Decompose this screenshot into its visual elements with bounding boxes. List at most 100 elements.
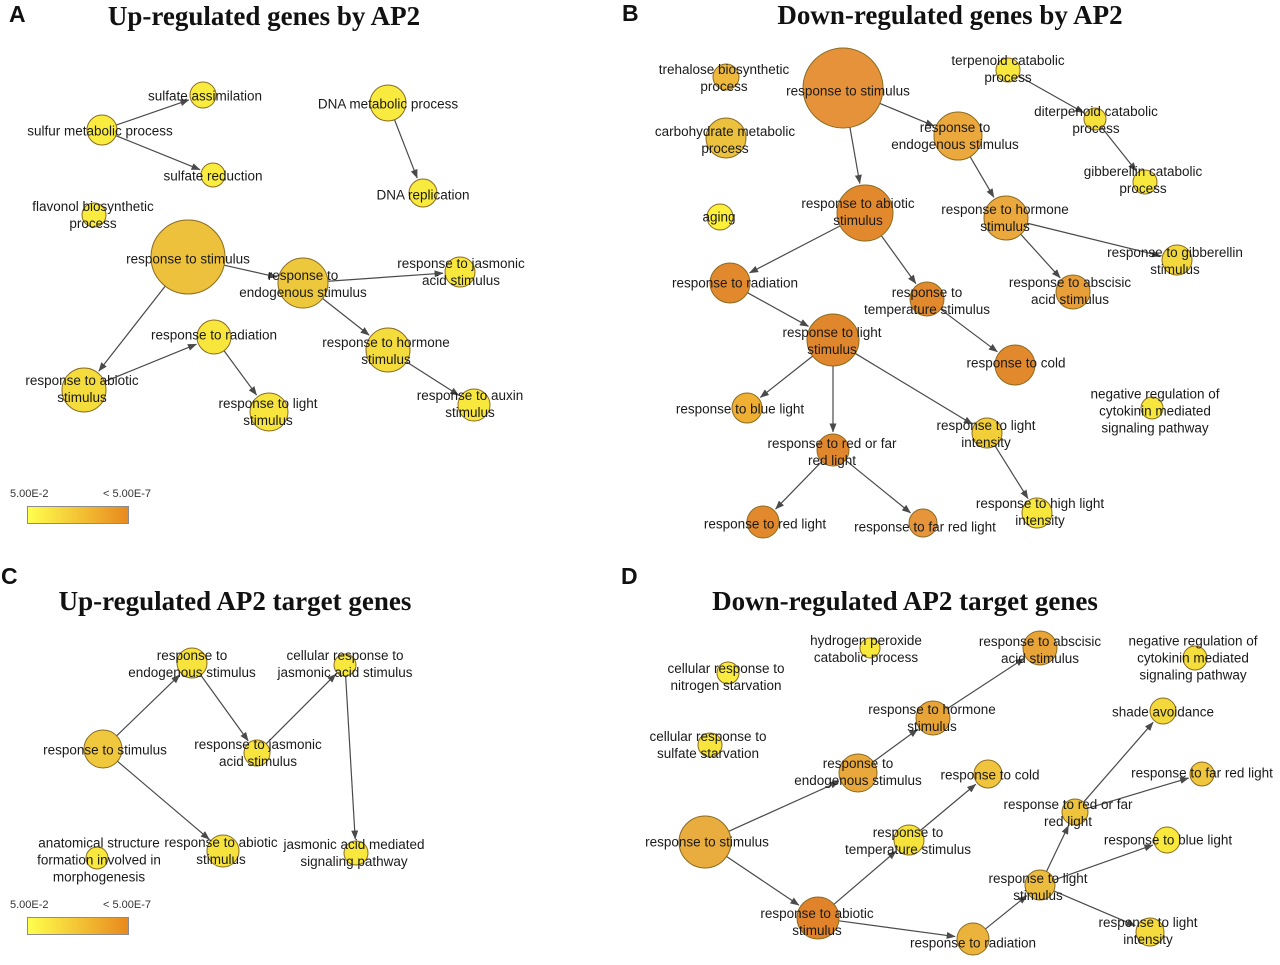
- node-a-dna-metabolic-process: [369, 84, 407, 122]
- node-label-d-response-to-cold: response to cold: [940, 768, 1039, 783]
- edge-b-response-to-abiotic-stimulus--b-response-to-radiation: [749, 225, 841, 274]
- edge-a-response-to-stimulus--a-response-to-endogenous-stimulus: [223, 264, 278, 279]
- node-b-response-to-light-intensity: [971, 417, 1003, 449]
- node-label-a-response-to-stimulus: response to stimulus: [126, 252, 250, 267]
- legend-gradient-bar: [27, 917, 129, 935]
- node-d-response-to-far-red-light: [1189, 761, 1215, 787]
- pvalue-legend-panel-a: 5.00E-2 < 5.00E-7: [10, 488, 160, 528]
- panel-c-title: Up-regulated AP2 target genes: [58, 586, 412, 616]
- panel-a-title: Up-regulated genes by AP2: [107, 1, 421, 31]
- node-a-sulfur-metabolic-process: [86, 114, 118, 146]
- edge-a-response-to-hormone-stimulus--a-response-to-auxin-stimulus: [406, 361, 460, 396]
- node-label-d-response-to-far-red-light: response to far red light: [1131, 766, 1273, 781]
- edge-c-response-to-stimulus--c-response-to-endogenous-stimulus: [116, 674, 181, 737]
- edge-b-response-to-temperature-stimulus--b-response-to-cold: [940, 308, 998, 353]
- node-b-gibberellin-catabolic-process: [1132, 169, 1158, 195]
- node-a-response-to-light-stimulus: [249, 392, 289, 432]
- node-label-b-response-to-cold: response to cold: [966, 356, 1065, 371]
- node-d-response-to-radiation: [956, 922, 990, 956]
- node-label-b-response-to-stimulus: response to stimulus: [786, 84, 910, 99]
- node-label-a-sulfate-assimilation: sulfate assimilation: [148, 89, 262, 104]
- edge-a-sulfur-metabolic-process--a-sulfate-reduction: [115, 135, 201, 171]
- node-b-response-to-abiotic-stimulus: [836, 184, 894, 242]
- panel-b-letter: B: [622, 0, 639, 26]
- edge-d-response-to-stimulus--d-response-to-endogenous-stimulus: [728, 781, 840, 832]
- node-a-response-to-abiotic-stimulus: [61, 367, 107, 413]
- node-d-hydrogen-peroxide-catabolic-process: [859, 637, 881, 659]
- node-d-response-to-endogenous-stimulus: [838, 753, 878, 793]
- node-label-b-response-to-radiation: response to radiation: [672, 276, 798, 291]
- legend-max-label: < 5.00E-7: [103, 899, 152, 911]
- node-d-response-to-abscisic-acid-stimulus: [1022, 630, 1058, 666]
- edge-d-response-to-stimulus--d-response-to-abiotic-stimulus: [726, 856, 800, 906]
- edge-b-response-to-stimulus--b-response-to-abiotic-stimulus: [849, 127, 862, 184]
- node-label-c-response-to-stimulus: response to stimulus: [43, 743, 167, 758]
- edge-b-response-to-hormone-stimulus--b-response-to-gibberellin-stimulus: [1027, 222, 1161, 258]
- node-a-response-to-jasmonic-acid-stimulus: [444, 256, 476, 288]
- edge-a-response-to-endogenous-stimulus--a-response-to-jasmonic-acid-stimulus: [327, 270, 444, 282]
- edge-c-response-to-stimulus--c-response-to-abiotic-stimulus: [117, 760, 210, 840]
- edge-b-response-to-abiotic-stimulus--b-response-to-temperature-stimulus: [880, 235, 917, 284]
- node-b-response-to-high-light-intensity: [1021, 497, 1053, 529]
- edge-b-response-to-light-stimulus--b-response-to-blue-light: [759, 355, 813, 398]
- node-a-response-to-endogenous-stimulus: [277, 257, 329, 309]
- node-b-carbohydrate-metabolic-process: [705, 117, 747, 159]
- node-d-response-to-cold: [973, 759, 1003, 789]
- edge-b-response-to-red-or-far-red-light--b-response-to-far-red-light: [845, 459, 911, 514]
- panel-d-title: Down-regulated AP2 target genes: [712, 586, 1098, 616]
- node-a-response-to-hormone-stimulus: [365, 327, 411, 373]
- node-c-response-to-jasmonic-acid-stimulus: [243, 739, 271, 767]
- edge-c-response-to-endogenous-stimulus--c-response-to-jasmonic-acid-stimulus: [200, 674, 249, 742]
- node-label-b-response-to-far-red-light: response to far red light: [854, 520, 996, 535]
- node-c-anatomical-structure-formation: [85, 846, 109, 870]
- edge-d-response-to-hormone-stimulus--d-response-to-abscisic-acid-stimulus: [946, 657, 1025, 710]
- edge-d-response-to-light-stimulus--d-response-to-blue-light: [1053, 844, 1154, 881]
- edge-d-response-to-abiotic-stimulus--d-response-to-temperature-stimulus: [833, 850, 897, 905]
- edge-a-response-to-stimulus--a-response-to-abiotic-stimulus: [98, 285, 166, 372]
- legend-min-label: 5.00E-2: [10, 899, 49, 911]
- node-d-cellular-response-to-sulfate-starvation: [697, 732, 723, 758]
- edge-c-cellular-response-to-jasmonic-acid-stimulus--c-jasmonic-acid-mediated-signaling-pathway: [345, 675, 359, 840]
- edge-d-response-to-endogenous-stimulus--d-response-to-hormone-stimulus: [872, 728, 919, 763]
- node-b-response-to-endogenous-stimulus: [933, 111, 983, 161]
- edge-d-response-to-red-or-far-red-light--d-shade-avoidance: [1083, 721, 1154, 803]
- node-b-aging: [706, 203, 734, 231]
- node-label-a-sulfur-metabolic-process: sulfur metabolic process: [27, 124, 173, 139]
- edge-a-dna-metabolic-process--a-dna-replication: [393, 119, 418, 179]
- node-label-d-shade-avoidance: shade avoidance: [1112, 705, 1214, 720]
- edge-d-response-to-light-stimulus--d-response-to-light-intensity: [1053, 890, 1136, 927]
- edge-d-response-to-abiotic-stimulus--d-response-to-radiation: [838, 920, 956, 939]
- node-label-b-response-to-red-light: response to red light: [704, 517, 827, 532]
- node-label-a-response-to-radiation: response to radiation: [151, 328, 277, 343]
- node-b-terpenoid-catabolic-process: [995, 57, 1021, 83]
- node-d-response-to-light-stimulus: [1024, 869, 1056, 901]
- edge-a-response-to-radiation--a-response-to-light-stimulus: [223, 350, 258, 396]
- panel-b-title: Down-regulated genes by AP2: [777, 0, 1123, 30]
- edge-d-response-to-red-or-far-red-light--d-response-to-far-red-light: [1087, 777, 1190, 809]
